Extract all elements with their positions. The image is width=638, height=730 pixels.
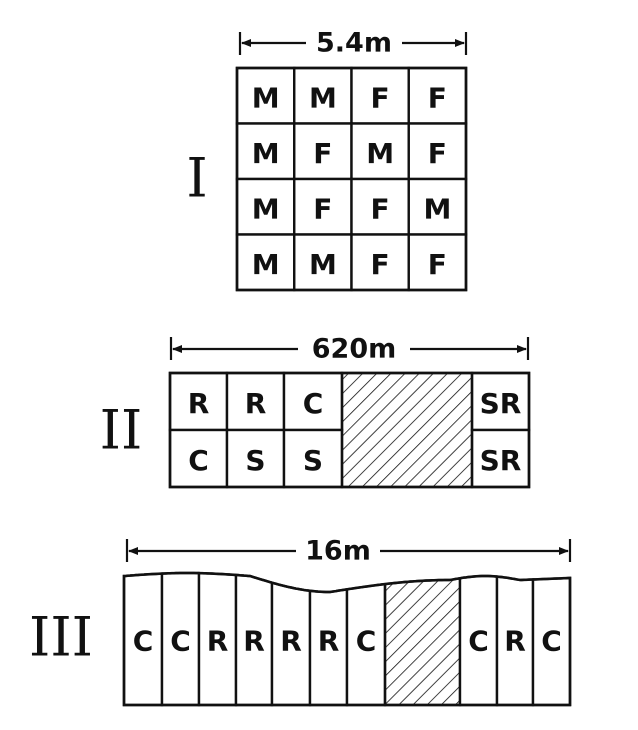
- plot-strip-label: R: [280, 625, 302, 658]
- plot-cell-label: F: [371, 81, 390, 114]
- plot-cell-label: F: [313, 192, 332, 225]
- roman-label: III: [29, 606, 93, 669]
- plot-cell-label: F: [371, 192, 390, 225]
- plot-strip-label: C: [541, 625, 562, 658]
- plot-cell-label: F: [428, 81, 447, 114]
- strips-border: [122, 571, 572, 707]
- plot-cell-label: SR: [480, 387, 522, 420]
- plot-cell-label: F: [313, 137, 332, 170]
- dimension-label: 5.4m: [316, 28, 392, 59]
- plot-cell: [293, 122, 353, 181]
- plot-cell-label: C: [303, 387, 324, 420]
- plot-cell-label: S: [245, 444, 265, 477]
- plot-cell-label: M: [252, 192, 280, 225]
- hatched-area: [340, 371, 474, 489]
- plot-cell-label: F: [371, 248, 390, 281]
- dimension-label: 16m: [305, 536, 371, 567]
- grid-border: [168, 371, 531, 489]
- dimension-label: 620m: [312, 334, 397, 365]
- plot-cell-label: R: [245, 387, 267, 420]
- plot-strip-label: R: [318, 625, 340, 658]
- plot-cell-label: M: [366, 137, 394, 170]
- plot-cell: [225, 371, 286, 432]
- plot-strip-label: C: [170, 625, 191, 658]
- plot-cell-label: C: [188, 444, 209, 477]
- plot-cell-label: R: [188, 387, 210, 420]
- plot-cell-label: F: [428, 248, 447, 281]
- plot-strip-label: C: [356, 625, 377, 658]
- roman-label: II: [100, 399, 143, 462]
- plot-strip-label: C: [468, 625, 489, 658]
- plot-cell-label: M: [252, 81, 280, 114]
- plot-cell-label: M: [252, 248, 280, 281]
- plot-cell: [293, 177, 353, 236]
- plot-cell-label: M: [309, 81, 337, 114]
- plot-cell: [407, 177, 468, 236]
- roman-label: I: [186, 147, 207, 210]
- plot-strip-label: R: [504, 625, 526, 658]
- plot-cell-label: F: [428, 137, 447, 170]
- hatched-area: [383, 576, 462, 707]
- plot-strip-label: R: [207, 625, 229, 658]
- plot-cell-label: M: [309, 248, 337, 281]
- plot-cell-label: SR: [480, 444, 522, 477]
- plot-strip-label: C: [133, 625, 154, 658]
- plot-cell-label: M: [252, 137, 280, 170]
- plot-strip-label: R: [243, 625, 265, 658]
- plot-cell-label: M: [423, 192, 451, 225]
- plot-cell: [350, 177, 410, 236]
- plot-cell: [235, 66, 296, 125]
- plot-cell-label: S: [303, 444, 323, 477]
- grid-border: [235, 66, 468, 292]
